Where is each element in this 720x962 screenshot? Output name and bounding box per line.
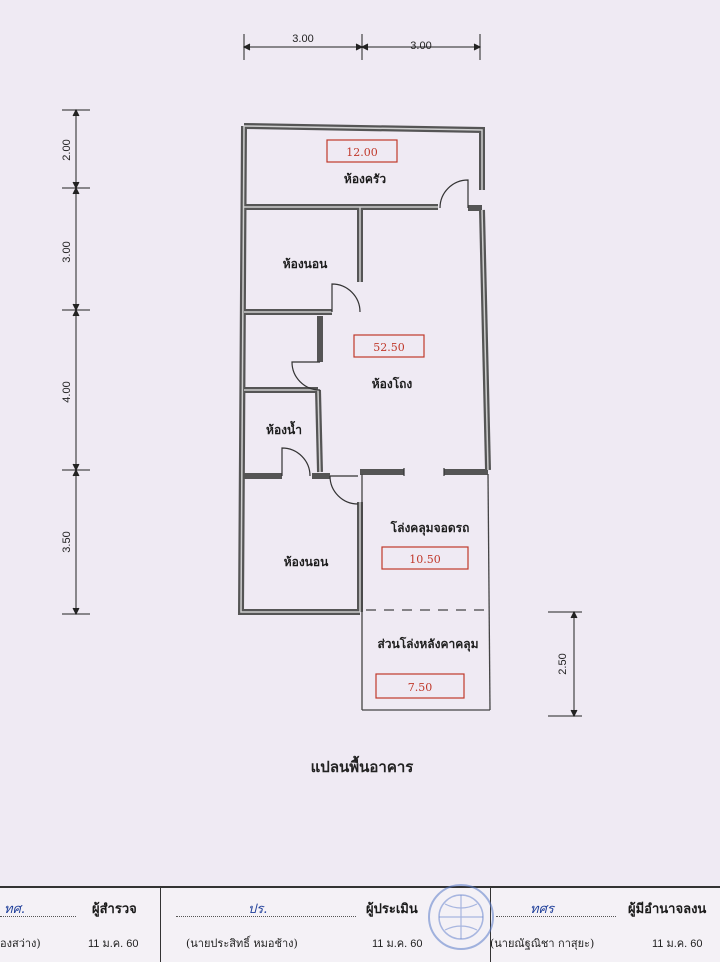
person-left: องสว่าง) bbox=[0, 937, 41, 950]
stamp-icon bbox=[428, 884, 494, 950]
signature-cell-left: ทศ. ผู้สำรวจ องสว่าง) 11 ม.ค. 60 bbox=[0, 888, 161, 962]
top-dim-1: 3.00 bbox=[292, 33, 313, 45]
date-authority: 11 ม.ค. 60 bbox=[652, 938, 703, 950]
date-assessor: 11 ม.ค. 60 bbox=[372, 938, 423, 950]
signature-line-inspector bbox=[176, 916, 356, 917]
top-dimension bbox=[242, 34, 482, 60]
signature-cell-right: ทศร ผู้มีอำนาจลงน (นายณัฐณิชา กาสุยะ) 11… bbox=[490, 888, 720, 962]
person-assessor: (นายณัฐณิชา กาสุยะ) bbox=[490, 937, 595, 950]
signature-cell-middle: ปร. ผู้ประเมิน (นายประสิทธิ์ หมอช้าง) 11… bbox=[160, 884, 494, 962]
role-inspector: ผู้สำรวจ bbox=[92, 902, 137, 917]
signature-inspector: ปร. bbox=[248, 902, 268, 917]
role-authority: ผู้มีอำนาจลงน bbox=[628, 902, 707, 917]
floor-plan: 3.00 3.00 2.00 3.00 4.00 3.50 2.50 bbox=[61, 33, 582, 776]
walls bbox=[237, 123, 491, 615]
room-label-bedroom-upper: ห้องนอน bbox=[283, 257, 328, 271]
room-label-kitchen: ห้องครัว bbox=[344, 172, 386, 186]
door-swings bbox=[281, 179, 469, 505]
right-dim-1: 2.50 bbox=[557, 653, 569, 674]
left-dim-1: 2.00 bbox=[61, 139, 73, 160]
left-dim-2: 3.00 bbox=[61, 241, 73, 262]
area-box-carport: 10.50 bbox=[381, 546, 469, 570]
area-value-living: 52.50 bbox=[373, 341, 405, 354]
signature-left: ทศ. bbox=[4, 902, 25, 917]
room-label-living: ห้องโถง bbox=[372, 376, 413, 391]
carport-outline bbox=[361, 473, 491, 711]
area-box-open-back: 7.50 bbox=[375, 673, 465, 699]
room-label-carport: โล่งคลุมจอดรถ bbox=[390, 520, 470, 536]
signature-assessor: ทศร bbox=[530, 902, 554, 917]
signature-line-assessor bbox=[496, 916, 616, 917]
left-dim-3: 4.00 bbox=[61, 381, 73, 402]
left-dimension bbox=[62, 108, 90, 616]
room-label-open-back: ส่วนโล่งหลังคาคลุม bbox=[377, 636, 478, 652]
signature-line-left bbox=[0, 916, 76, 917]
date-left: 11 ม.ค. 60 bbox=[88, 938, 139, 950]
area-value-open-back: 7.50 bbox=[408, 681, 433, 694]
area-value-kitchen: 12.00 bbox=[346, 146, 378, 159]
wall-inner-lines bbox=[240, 125, 489, 613]
person-inspector: (นายประสิทธิ์ หมอช้าง) bbox=[186, 937, 298, 950]
room-label-bathroom: ห้องน้ำ bbox=[266, 420, 302, 437]
top-dim-2: 3.00 bbox=[410, 40, 431, 52]
right-dimension bbox=[548, 610, 582, 718]
left-dim-4: 3.50 bbox=[61, 531, 73, 552]
room-label-bedroom-lower: ห้องนอน bbox=[284, 555, 329, 569]
area-value-carport: 10.50 bbox=[409, 553, 441, 566]
role-assessor: ผู้ประเมิน bbox=[366, 902, 418, 917]
plan-title: แปลนพื้นอาคาร bbox=[311, 755, 415, 776]
area-box-kitchen: 12.00 bbox=[326, 139, 398, 163]
area-box-living: 52.50 bbox=[353, 334, 425, 358]
signature-block: ทศ. ผู้สำรวจ องสว่าง) 11 ม.ค. 60 ปร. ผู้… bbox=[0, 884, 720, 962]
